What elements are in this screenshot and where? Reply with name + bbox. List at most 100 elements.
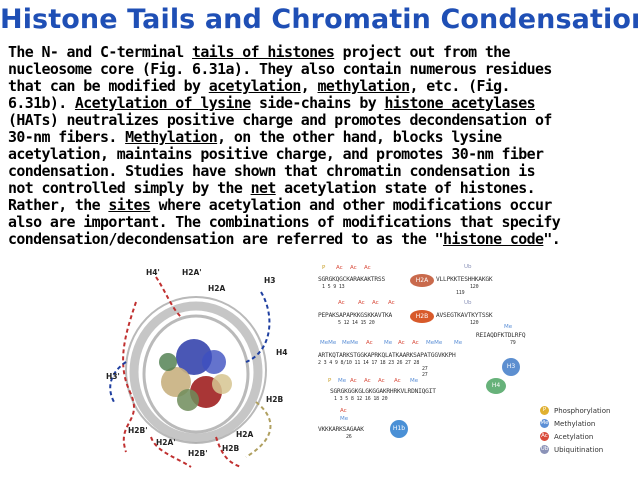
- legend-label: Methylation: [554, 419, 596, 428]
- text-line: condensation/decondensation are referred…: [8, 230, 561, 248]
- mod-ac: Ac: [366, 340, 373, 346]
- mod-ac: Ac: [364, 265, 371, 271]
- mod-p: P: [328, 378, 332, 384]
- h1-numbers: 26: [346, 434, 352, 440]
- mod-ac: Ac: [364, 378, 371, 384]
- text-line: acetylation, maintains positive charge, …: [8, 145, 544, 163]
- label-h3-prime: H3': [106, 372, 120, 381]
- term-sites: sites: [108, 196, 151, 214]
- label-h2b-prime: H2B': [128, 426, 148, 435]
- legend-label: Ubiquitination: [554, 445, 604, 454]
- legend-item-acetylation: Ac Acetylation: [540, 430, 636, 443]
- h2b-oval: H2B: [410, 310, 434, 323]
- mod-meme: MeMe: [320, 340, 337, 346]
- h3-oval: H3: [502, 358, 520, 376]
- mod-ac: Ac: [388, 300, 395, 306]
- h2b-numbers: 5 12 14 15 20: [338, 320, 375, 326]
- mod-p: P: [322, 265, 326, 271]
- legend-item-phosphorylation: P Phosphorylation: [540, 404, 636, 417]
- term-methylation-2: Methylation: [125, 128, 218, 146]
- h3-numbers-b: 27: [422, 366, 428, 372]
- h2b-c-sequence: AVSEGTKAVTKYTSSK: [436, 312, 493, 319]
- mod-ac: Ac: [350, 378, 357, 384]
- legend-ac-icon: Ac: [540, 432, 549, 441]
- label-h3: H3: [264, 276, 276, 285]
- mod-me: Me: [384, 340, 393, 346]
- mod-ac: Ac: [336, 265, 343, 271]
- mod-me: Me: [338, 378, 347, 384]
- text-line: also are important. The combinations of …: [8, 213, 561, 231]
- h2a-c-numbers: 120: [470, 284, 479, 290]
- label-h2a-right: H2A: [236, 430, 254, 439]
- h3-top-numbers: 79: [510, 340, 516, 346]
- body-paragraph: The N- and C-terminal tails of histones …: [8, 44, 634, 248]
- mod-me: Me: [410, 378, 419, 384]
- label-h2b-bottom: H2B: [222, 444, 240, 453]
- label-h2a-prime-top: H2A': [182, 268, 202, 277]
- term-histone-code: histone code: [442, 230, 544, 248]
- text-line: Rather, the sites where acetylation and …: [8, 196, 552, 214]
- h2a-sequence: SGRGKQGCKARAKAKTRSS: [318, 276, 385, 283]
- legend-ub-icon: Ub: [540, 445, 549, 454]
- h2b-sequence: PEPAKSAPAPKKGSKKAVTKA: [318, 312, 393, 319]
- label-h2a-prime-bottom: H2A': [156, 438, 176, 447]
- h1-oval: H1b: [390, 420, 408, 438]
- label-h2b-right: H2B: [266, 395, 284, 404]
- h1-sequence: VKKKARKSAGAAK: [318, 426, 364, 433]
- label-h4-prime: H4': [146, 268, 160, 277]
- h3-top-sequence: REIAQDFKTDLRFQ: [476, 332, 526, 339]
- mod-ub: Ub: [464, 264, 472, 270]
- text-line: not controlled simply by the net acetyla…: [8, 179, 536, 197]
- mod-ub: Ub: [464, 300, 472, 306]
- h4-numbers: 1 3 5 8 12 16 18 20: [334, 396, 388, 402]
- text-line: nucleosome core (Fig. 6.31a). They also …: [8, 60, 552, 78]
- h4-sequence: SGRGKGGKGLGKGGAKRHRKVLRDNIQGIT: [330, 388, 436, 395]
- mod-ac: Ac: [340, 408, 347, 414]
- legend-me-icon: Me: [540, 419, 549, 428]
- mod-ac: Ac: [412, 340, 419, 346]
- slide-title: Histone Tails and Chromatin Condensation: [0, 4, 638, 35]
- legend-label: Acetylation: [554, 432, 594, 441]
- mod-meme: MeMe: [426, 340, 443, 346]
- mod-me: Me: [504, 324, 513, 330]
- term-net: net: [250, 179, 277, 197]
- mod-ac: Ac: [394, 378, 401, 384]
- legend-p-icon: P: [540, 406, 549, 415]
- text-line: 6.31b). Acetylation of lysine side-chain…: [8, 94, 536, 112]
- text-line: The N- and C-terminal tails of histones …: [8, 43, 511, 61]
- mod-ac: Ac: [358, 300, 365, 306]
- h3-numbers: 2 3 4 9 8/10 11 14 17 18 23 26 27 28: [318, 360, 420, 366]
- h2a-c-sequence: VLLPKKTESHHKAKGK: [436, 276, 493, 283]
- legend-item-ubiquitination: Ub Ubiquitination: [540, 443, 636, 456]
- legend-item-methylation: Me Methylation: [540, 417, 636, 430]
- term-histone-acetylases: histone acetylases: [384, 94, 536, 112]
- mod-me: Me: [454, 340, 463, 346]
- label-h4: H4: [276, 348, 288, 357]
- term-methylation: methylation: [317, 77, 411, 95]
- mod-ac: Ac: [350, 265, 357, 271]
- mod-ac: Ac: [398, 340, 405, 346]
- term-acetylation-of-lysine: Acetylation of lysine: [74, 94, 251, 112]
- label-h2b-prime-bottom: H2B': [188, 449, 208, 458]
- h2b-c-numbers: 120: [470, 320, 479, 326]
- h3-numbers-c: 27: [422, 372, 428, 378]
- h2a-numbers: 1 5 9 13: [322, 284, 345, 290]
- label-h2a-top: H2A: [208, 284, 226, 293]
- mod-meme: MeMe: [342, 340, 359, 346]
- text-line: that can be modified by acetylation, met…: [8, 77, 511, 95]
- nucleosome-structure-figure: H4' H2A' H2A H3 H4 H3' H2B H2A H2B' H2A'…: [96, 262, 306, 474]
- h3-sequence: ARTKQTARKSTGGKAPRKQLATKAARKSAPATGGVKKPH: [318, 352, 456, 359]
- text-line: (HATs) neutralizes positive charge and p…: [8, 111, 552, 129]
- mod-ac: Ac: [338, 300, 345, 306]
- h2a-c-numbers-2: 119: [456, 290, 465, 296]
- text-line: 30-nm fibers. Methylation, on the other …: [8, 128, 502, 146]
- nucleosome-illustration: [109, 276, 272, 468]
- term-acetylation: acetylation: [208, 77, 302, 95]
- histone-modification-map: P Ac Ac Ac Ub SGRGKQGCKARAKAKTRSS H2A VL…: [318, 262, 540, 458]
- mod-me: Me: [340, 416, 349, 422]
- legend-label: Phosphorylation: [554, 406, 611, 415]
- mod-ac: Ac: [378, 378, 385, 384]
- mod-ac: Ac: [372, 300, 379, 306]
- h2a-oval: H2A: [410, 274, 434, 287]
- term-tails-of-histones: tails of histones: [192, 43, 335, 61]
